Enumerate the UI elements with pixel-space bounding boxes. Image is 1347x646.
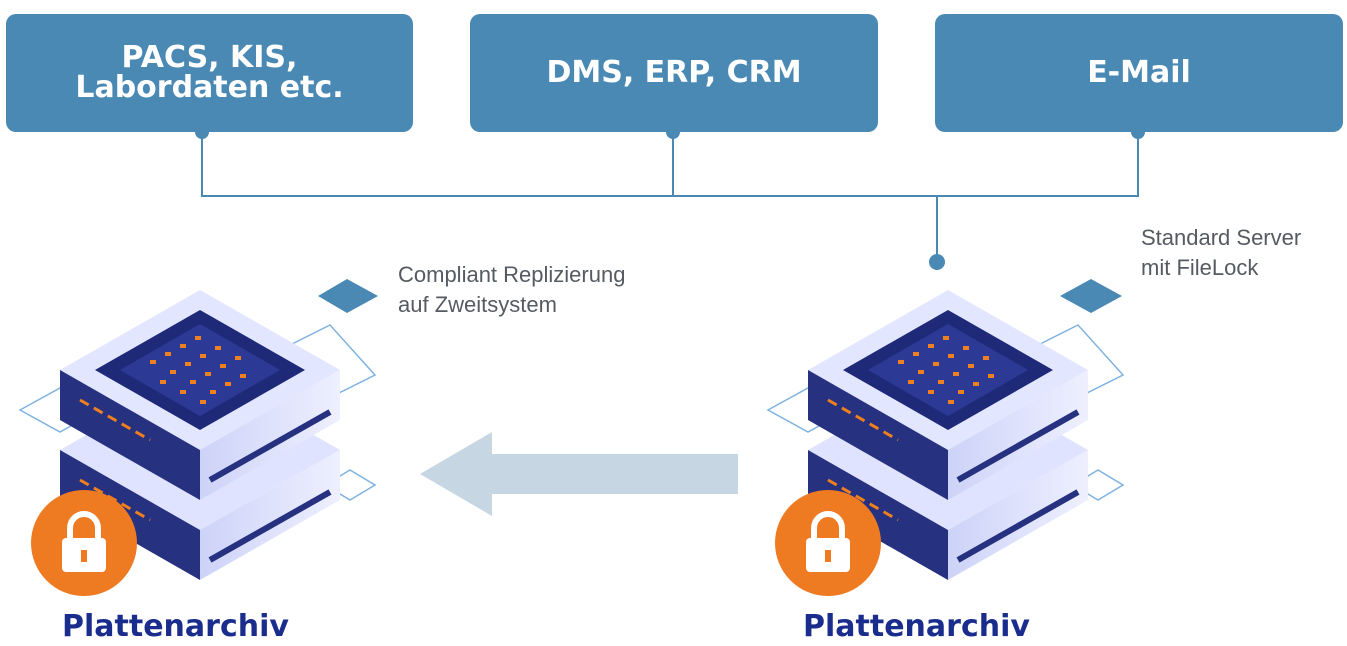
source-label: PACS, KIS, Labordaten etc. [75, 40, 344, 105]
lock-icon [31, 490, 137, 596]
server-stack-icon [766, 290, 1125, 596]
source-box-pacs: PACS, KIS, Labordaten etc. [6, 14, 413, 132]
replication-arrow-icon [420, 432, 738, 516]
source-label: DMS, ERP, CRM [546, 55, 802, 90]
archive-label-left: Plattenarchiv [62, 609, 289, 644]
archive-label-right: Plattenarchiv [803, 609, 1030, 644]
server-stack-icon [18, 290, 377, 596]
replication-note: Compliant Replizierung auf Zweitsystem [398, 262, 626, 317]
source-box-email: E-Mail [935, 14, 1343, 132]
connector-dot [929, 254, 945, 270]
lock-icon [775, 490, 881, 596]
server-note: Standard Server mit FileLock [1141, 225, 1302, 280]
diamond-marker [1060, 279, 1122, 313]
source-box-dms: DMS, ERP, CRM [470, 14, 878, 132]
diamond-marker [318, 279, 378, 313]
source-label: E-Mail [1087, 55, 1191, 90]
